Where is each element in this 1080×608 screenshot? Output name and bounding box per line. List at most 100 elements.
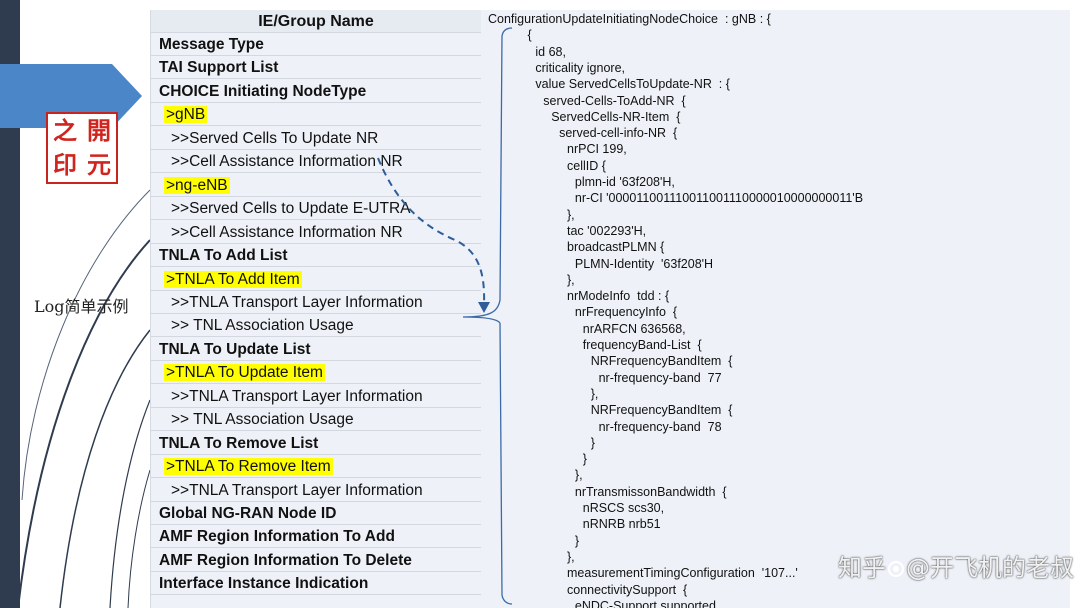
ie-label: >>Cell Assistance Information NR	[171, 153, 403, 171]
log-line: criticality ignore,	[535, 60, 626, 75]
log-line: broadcastPLMN {	[567, 240, 665, 255]
log-line: nr-frequency-band 77	[598, 370, 722, 385]
watermark-text: 知乎	[838, 554, 886, 582]
log-line: eNDC-Support supported	[574, 598, 716, 608]
log-line: nrFrequencyInfo {	[574, 305, 678, 320]
ie-label: >>Cell Assistance Information NR	[171, 223, 403, 241]
ie-table-row: CHOICE Initiating NodeType	[151, 80, 481, 103]
log-line: }	[582, 452, 587, 467]
left-dark-strip	[0, 0, 20, 608]
log-line: plmn-id '63f208'H,	[574, 175, 675, 189]
highlighted-ie-label: >TNLA To Add Item	[164, 270, 302, 288]
zhihu-logo-icon	[888, 561, 904, 577]
ie-table-row: >>TNLA Transport Layer Information	[151, 291, 481, 314]
ie-table-header: IE/Group Name	[151, 10, 481, 33]
highlighted-ie-label: >TNLA To Remove Item	[164, 458, 333, 476]
log-line: NRFrequencyBandItem {	[590, 354, 733, 369]
ie-table-row: TNLA To Add List	[151, 244, 481, 268]
log-line: value ServedCellsToUpdate-NR : {	[535, 77, 730, 92]
log-line: nr-frequency-band 78	[598, 419, 722, 434]
log-line: },	[590, 386, 599, 401]
ie-table-row: >>Served Cells To Update NR	[151, 127, 481, 150]
side-caption: Log简单示例	[34, 297, 129, 316]
log-line: PLMN-Identity '63f208'H	[574, 256, 714, 271]
log-line: }	[590, 435, 595, 450]
seal-char: 元	[87, 150, 111, 179]
log-line: id 68,	[535, 44, 566, 59]
log-line: nrTransmissonBandwidth {	[574, 484, 727, 499]
log-line: },	[567, 272, 575, 287]
highlighted-ie-label: >TNLA To Update Item	[164, 364, 325, 382]
ie-table-row: TAI Support List	[151, 56, 481, 80]
log-line: }	[574, 533, 580, 548]
ie-label: TNLA To Update List	[159, 340, 311, 358]
ie-table-row: >>Cell Assistance Information NR	[151, 150, 481, 174]
seal-char: 開	[87, 116, 111, 145]
ie-label: AMF Region Information To Delete	[159, 551, 412, 569]
log-panel: ConfigurationUpdateInitiatingNodeChoice …	[484, 10, 1070, 608]
highlighted-ie-label: >gNB	[164, 106, 208, 124]
ie-table-row: AMF Region Information To Add	[151, 525, 481, 549]
ie-table-row: TNLA To Update List	[151, 338, 481, 361]
watermark: 知乎 @开飞机的老叔	[838, 548, 1074, 583]
log-line: nRSCS scs30,	[582, 501, 665, 515]
ie-table-row: Global NG-RAN Node ID	[151, 502, 481, 525]
log-line: nr-CI '000011001110011001110000010000000…	[574, 191, 864, 206]
log-line: served-Cells-ToAdd-NR {	[543, 93, 686, 108]
log-line: nrARFCN 636568,	[582, 321, 686, 336]
ie-label: Global NG-RAN Node ID	[159, 505, 337, 522]
log-line: },	[567, 207, 575, 222]
ie-table-row: >gNB	[151, 103, 481, 127]
ie-table-row: >TNLA To Remove Item	[151, 455, 481, 479]
log-line: measurementTimingConfiguration '107...'	[567, 566, 798, 581]
decorative-curves	[17, 189, 150, 608]
ie-label: TNLA To Add List	[159, 247, 288, 265]
log-line: tac '002293'H,	[567, 223, 647, 238]
ie-table-row: AMF Region Information To Delete	[151, 549, 481, 572]
ie-table-row: >TNLA To Add Item	[151, 268, 481, 291]
ie-label: >>TNLA Transport Layer Information	[171, 293, 423, 311]
watermark-handle: @开飞机的老叔	[906, 554, 1074, 582]
ie-label: TAI Support List	[159, 59, 279, 77]
ie-table-row: >>Cell Assistance Information NR	[151, 221, 481, 244]
log-line: served-cell-info-NR {	[559, 126, 678, 141]
log-line: nRNRB nrb51	[582, 517, 661, 532]
ie-table-row: >>TNLA Transport Layer Information	[151, 385, 481, 408]
ie-table-row: >ng-eNB	[151, 174, 481, 197]
seal-logo: 之 開 印 元	[46, 112, 118, 184]
ie-table-row: >TNLA To Update Item	[151, 361, 481, 385]
ie-table-row: >> TNL Association Usage	[151, 408, 481, 432]
ie-label: >> TNL Association Usage	[171, 317, 354, 335]
seal-char: 印	[53, 150, 77, 179]
ie-table-row: Message Type	[151, 33, 481, 56]
seal-char: 之	[53, 116, 77, 145]
log-line: nrPCI 199,	[567, 142, 627, 157]
highlighted-ie-label: >ng-eNB	[164, 176, 230, 194]
ie-label: CHOICE Initiating NodeType	[159, 82, 367, 100]
log-line: ServedCells-NR-Item {	[551, 109, 681, 124]
log-line: connectivitySupport {	[567, 582, 688, 597]
log-line: nrModeInfo tdd : {	[567, 289, 670, 304]
ie-table-row: TNLA To Remove List	[151, 432, 481, 455]
ie-label: TNLA To Remove List	[159, 434, 319, 452]
log-line: {	[527, 28, 532, 43]
log-line: NRFrequencyBandItem {	[590, 403, 733, 418]
ie-table-row: >> TNL Association Usage	[151, 314, 481, 338]
ie-label: AMF Region Information To Add	[159, 528, 395, 546]
ie-label: >>TNLA Transport Layer Information	[171, 387, 423, 405]
log-line: },	[567, 549, 575, 564]
ie-table-row: Interface Instance Indication	[151, 572, 481, 596]
ie-table-row: >>TNLA Transport Layer Information	[151, 479, 481, 502]
ie-label: Interface Instance Indication	[159, 575, 369, 593]
log-line: ConfigurationUpdateInitiatingNodeChoice …	[488, 12, 771, 26]
log-line: frequencyBand-List {	[582, 338, 702, 352]
log-line: },	[574, 468, 583, 483]
ie-table-row: >>Served Cells to Update E-UTRA	[151, 197, 481, 221]
ie-label: >> TNL Association Usage	[171, 411, 354, 429]
log-line: cellID {	[567, 158, 606, 173]
ie-label: Message Type	[159, 36, 264, 53]
ie-label: >>Served Cells To Update NR	[171, 129, 379, 147]
ie-label: >>Served Cells to Update E-UTRA	[171, 200, 411, 218]
